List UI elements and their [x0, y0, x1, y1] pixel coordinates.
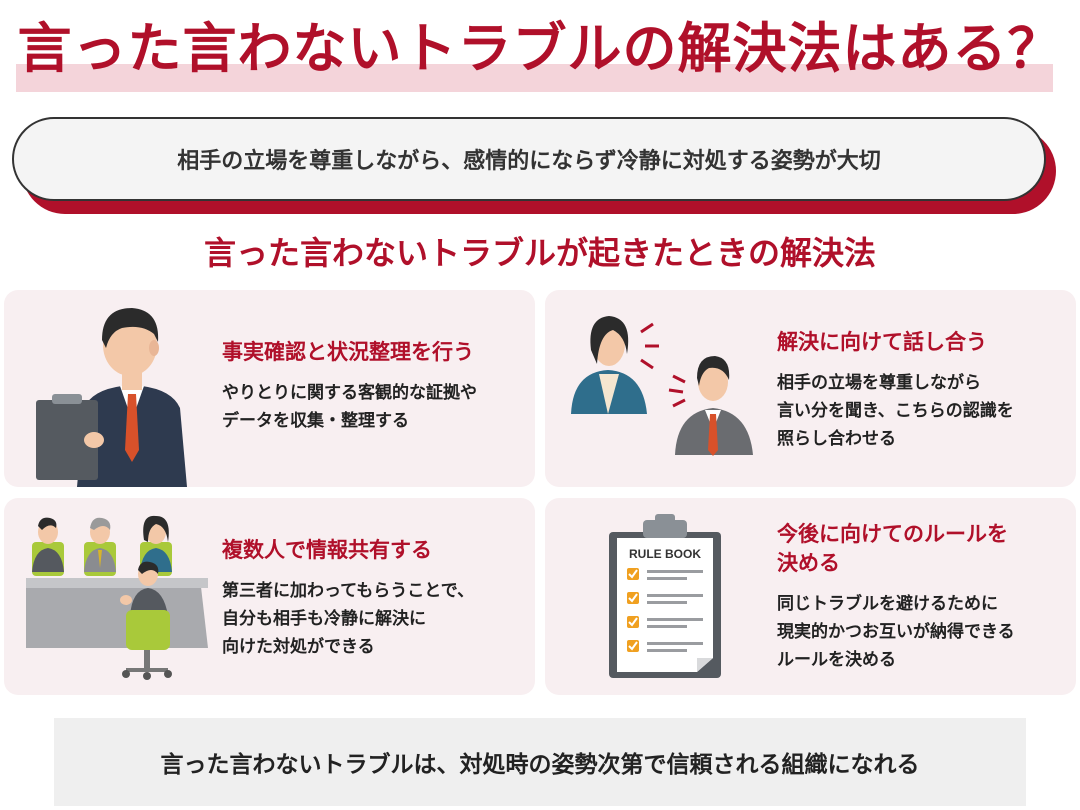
page-title: 言った言わないトラブルの解決法はある？ — [17, 17, 1063, 80]
card-body: やりとりに関する客観的な証拠や データを収集・整理する — [222, 379, 527, 435]
two-people-talking-illustration — [571, 316, 753, 456]
conclusion-bar: 言った言わないトラブルは、対処時の姿勢次第で信頼される組織になれる — [54, 718, 1026, 806]
card-title: 解決に向けて話し合う — [777, 328, 1067, 357]
card-title-line: 今後に向けてのルールを — [777, 522, 1008, 546]
card-body-line: 自分も相手も冷静に解決に — [222, 609, 426, 629]
card-body-line: データを収集・整理する — [222, 411, 409, 431]
card-body-line: 相手の立場を尊重しながら — [777, 373, 981, 393]
solution-card-fact-check: 事実確認と状況整理を行う やりとりに関する客観的な証拠や データを収集・整理する — [4, 290, 535, 487]
card-body-line: ルールを決める — [777, 650, 896, 670]
businessman-clipboard-illustration — [36, 308, 187, 487]
section-heading: 言った言わないトラブルが起きたときの解決法 — [203, 234, 876, 272]
card-title-line: 複数人で情報共有する — [222, 538, 432, 562]
card-body-line: 現実的かつお互いが納得できる — [777, 622, 1015, 642]
solution-card-share-info: 複数人で情報共有する 第三者に加わってもらうことで、 自分も相手も冷静に解決に … — [4, 498, 535, 695]
intro-text: 相手の立場を尊重しながら、感情的にならず冷静に対処する姿勢が大切 — [177, 149, 881, 174]
card-body-line: 第三者に加わってもらうことで、 — [222, 581, 475, 601]
card-body-line: 言い分を聞き、こちらの認識を — [777, 401, 1014, 421]
conclusion-text: 言った言わないトラブルは、対処時の姿勢次第で信頼される組織になれる — [160, 752, 920, 778]
card-title-line: 決める — [777, 551, 840, 575]
card-title: 複数人で情報共有する — [222, 536, 527, 565]
card-body: 相手の立場を尊重しながら 言い分を聞き、こちらの認識を 照らし合わせる — [777, 369, 1067, 453]
intro-pill: 相手の立場を尊重しながら、感情的にならず冷静に対処する姿勢が大切 — [12, 117, 1046, 201]
card-body-line: 同じトラブルを避けるために — [777, 594, 998, 614]
card-body: 第三者に加わってもらうことで、 自分も相手も冷静に解決に 向けた対処ができる — [222, 577, 527, 661]
card-title-line: 解決に向けて話し合う — [777, 330, 987, 354]
card-body-line: 向けた対処ができる — [222, 637, 375, 657]
card-title-line: 事実確認と状況整理を行う — [222, 340, 474, 364]
rule-book-label: RULE BOOK — [629, 547, 701, 561]
card-body-line: 照らし合わせる — [777, 429, 896, 449]
card-body-line: やりとりに関する客観的な証拠や — [222, 383, 477, 403]
meeting-illustration — [26, 515, 208, 680]
solution-card-discussion: 解決に向けて話し合う 相手の立場を尊重しながら 言い分を聞き、こちらの認識を 照… — [545, 290, 1076, 487]
card-title: 今後に向けてのルールを 決める — [777, 520, 1067, 578]
card-body: 同じトラブルを避けるために 現実的かつお互いが納得できる ルールを決める — [777, 590, 1067, 674]
solution-card-rules: RULE BOOK 今後に向けてのルールを 決める 同じトラブルを避けるために … — [545, 498, 1076, 695]
rule-book-clipboard-illustration: RULE BOOK — [609, 514, 721, 678]
title-highlight-band — [16, 64, 1053, 92]
card-title: 事実確認と状況整理を行う — [222, 338, 527, 367]
